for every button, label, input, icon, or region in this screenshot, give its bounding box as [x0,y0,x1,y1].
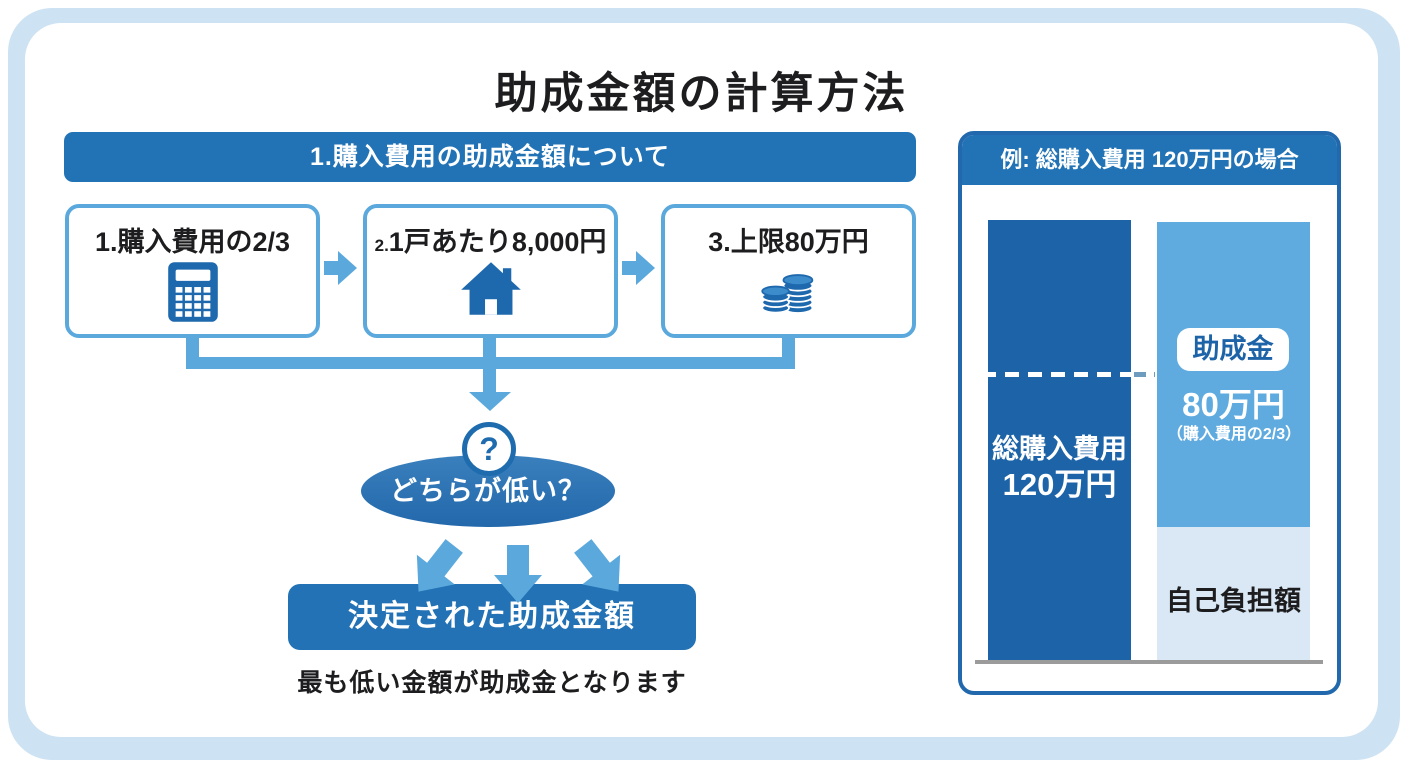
connector-stub-1 [186,335,199,359]
main-card: 助成金額の計算方法 1.購入費用の助成金額について 1.購入費用の2/3 [25,23,1378,737]
total-bar-amount: 120万円 [1002,467,1117,502]
subsidy-amount: 80万円 [1182,386,1285,423]
calculator-icon [165,261,221,323]
step-3-label: 3.上限80万円 [708,227,869,257]
page-title: 助成金額の計算方法 [494,70,909,118]
example-panel-header: 例: 総購入費用 120万円の場合 [962,135,1337,185]
subsidy-amount-detail: （購入費用の2/3） [1166,426,1302,443]
connector-stub-3 [782,335,795,359]
selfpay-label: 自己負担額 [1166,586,1301,616]
subsidy-level-dashed-line-gap [1134,372,1155,377]
chart-baseline [975,660,1323,664]
result-note: 最も低い金額が助成金となります [297,669,687,697]
subsidy-level-dashed-line [982,372,1131,377]
connector-stub-2 [483,335,496,359]
flow-arrow-right-2 [622,261,637,275]
connector-horizontal-bar [186,357,795,369]
step-1-label: 1.購入費用の2/3 [94,227,291,257]
subsidy-bar-segment [1157,222,1310,527]
flow-arrow-right-1-head [338,251,357,285]
result-box: 決定された助成金額 [288,584,696,650]
example-panel: 例: 総購入費用 120万円の場合 助成金 80万円 （購入費用の2/3） 総購… [958,131,1341,695]
question-mark-icon: ? [462,422,516,476]
step-box-upper-limit: 3.上限80万円 [661,204,916,338]
house-icon [460,261,522,316]
selfpay-bar-segment [1157,527,1310,660]
fan-arrows [416,539,621,603]
connector-down-arrow-shaft [483,369,496,394]
step-2-label: 2.1戸あたり8,000円 [374,227,607,257]
coins-icon [760,261,818,317]
step-box-per-unit: 2.1戸あたり8,000円 [363,204,618,338]
subsidy-badge: 助成金 [1177,328,1289,371]
flow-section-header: 1.購入費用の助成金額について [64,132,916,182]
flow-arrow-right-1 [324,261,339,275]
total-bar-label: 総購入費用 [992,434,1127,464]
total-cost-bar [988,220,1131,660]
flow-arrow-right-2-head [636,251,655,285]
step-box-purchase-cost: 1.購入費用の2/3 [65,204,320,338]
connector-down-arrow-head [469,392,511,411]
background-frame: 助成金額の計算方法 1.購入費用の助成金額について 1.購入費用の2/3 [8,8,1400,760]
